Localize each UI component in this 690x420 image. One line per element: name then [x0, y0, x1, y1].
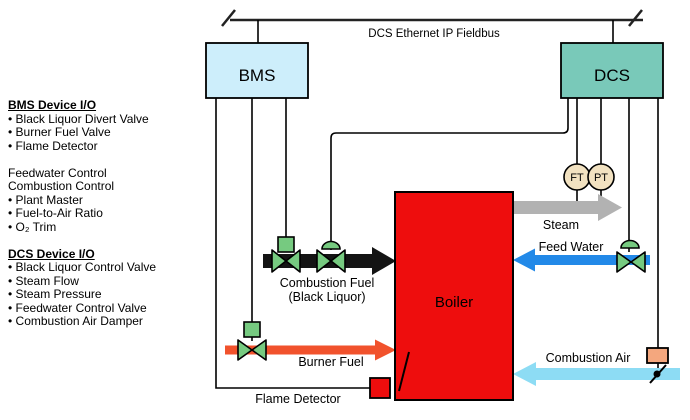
- control-item: • Fuel-to-Air Ratio: [8, 206, 103, 220]
- pressure-transmitter-circle: [587, 163, 615, 191]
- dcs-box: [560, 42, 664, 99]
- burner-fuel-arrow: [225, 339, 396, 361]
- flow-transmitter-label: FT: [570, 172, 584, 184]
- bms-io-item: • Flame Detector: [8, 138, 98, 153]
- burner-fuel-label: Burner Fuel: [298, 355, 363, 369]
- wire-bms-flame-detector: [215, 98, 370, 389]
- dcs-io-item: • Feedwater Control Valve: [8, 300, 147, 315]
- fieldbus-break-left-icon: [221, 9, 236, 27]
- dcs-label: DCS: [594, 66, 630, 85]
- control-heading: Combustion Control: [8, 179, 115, 193]
- feed-water-label: Feed Water: [539, 240, 604, 254]
- control-heading: Feedwater Control: [8, 165, 107, 180]
- fieldbus-break-right-icon: [628, 9, 643, 27]
- spacer: [8, 234, 218, 248]
- bms-io-item: • Black Liquor Divert Valve: [8, 111, 149, 126]
- fieldbus-label: DCS Ethernet IP Fieldbus: [368, 28, 500, 40]
- spacer: [8, 153, 218, 167]
- black-liquor-control-valve-icon: [316, 249, 346, 273]
- bms-io-heading: BMS Device I/O: [8, 98, 97, 112]
- flame-detector-label: Flame Detector: [255, 392, 340, 406]
- divert-valve-actuator: [277, 236, 295, 253]
- pressure-transmitter-label: PT: [594, 172, 608, 184]
- black-liquor-divert-valve-icon: [271, 249, 301, 273]
- bms-label: BMS: [239, 66, 276, 85]
- flame-detector-box: [369, 377, 391, 399]
- control-item: • Plant Master: [8, 192, 83, 207]
- black-liquor-control-valve-dome: [321, 240, 341, 250]
- feedwater-control-valve-icon: [616, 251, 646, 273]
- control-item: • O₂ Trim: [8, 219, 57, 234]
- wire-dcs-black-liquor-valve: [330, 98, 569, 250]
- flame-detector-sight-line: [398, 351, 410, 392]
- dcs-io-item: • Steam Flow: [8, 273, 79, 288]
- boiler-label: Boiler: [435, 294, 473, 311]
- bms-io-item: • Burner Fuel Valve: [8, 125, 111, 139]
- combustion-air-arrow: [513, 362, 680, 386]
- boiler-box: [394, 191, 514, 401]
- dcs-io-item: • Black Liquor Control Valve: [8, 260, 157, 274]
- dcs-io-item: • Steam Pressure: [8, 287, 102, 301]
- combustion-air-damper-actuator: [646, 347, 669, 364]
- bms-box: [205, 42, 309, 99]
- steam-arrow: [513, 194, 622, 221]
- feedwater-valve-dome: [620, 239, 640, 249]
- dcs-io-item: • Combustion Air Damper: [8, 314, 143, 328]
- burner-fuel-valve-icon: [237, 339, 267, 361]
- combustion-fuel-label-line2: (Black Liquor): [288, 290, 365, 304]
- feed-water-arrow: [513, 248, 650, 272]
- damper-pivot-icon: [653, 370, 661, 378]
- dcs-io-heading: DCS Device I/O: [8, 246, 95, 261]
- burner-fuel-valve-actuator: [243, 321, 261, 338]
- combustion-air-label: Combustion Air: [546, 351, 631, 365]
- io-legend: BMS Device I/O • Black Liquor Divert Val…: [8, 98, 218, 329]
- steam-label: Steam: [543, 218, 579, 232]
- combustion-fuel-label-line1: Combustion Fuel: [280, 276, 375, 290]
